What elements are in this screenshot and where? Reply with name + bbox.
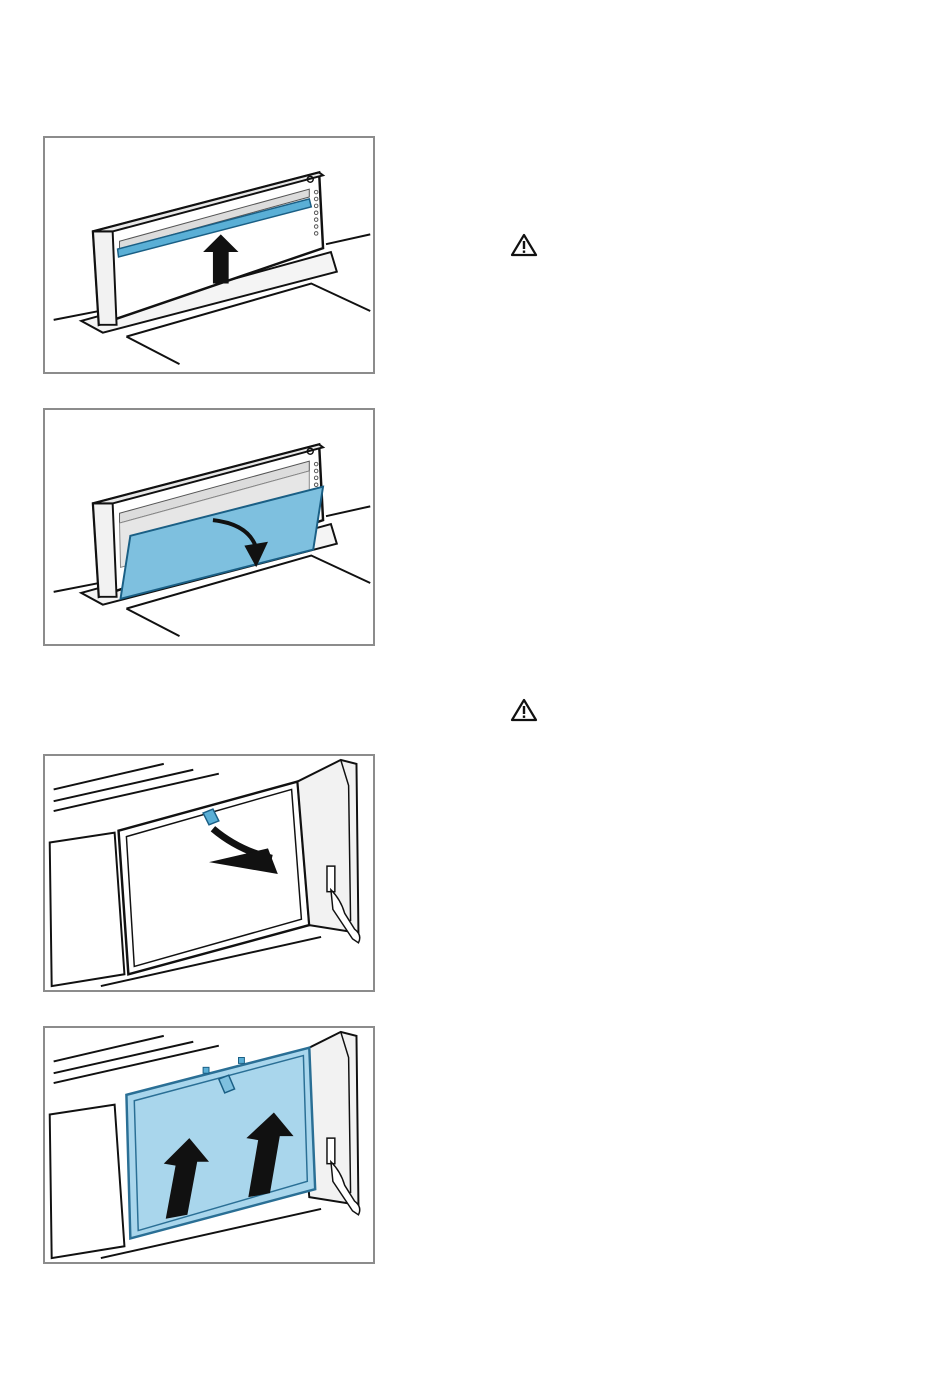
warning-icon [510, 233, 538, 257]
warning-icon [510, 698, 538, 722]
figure-panel-folded [43, 408, 375, 646]
illustration-filter-lift [45, 1028, 373, 1262]
illustration-panel-folded [45, 410, 373, 644]
figure-hood-raised [43, 136, 375, 374]
illustration-filter-latch [45, 756, 373, 990]
figure-filter-lift [43, 1026, 375, 1264]
illustration-hood-raised [45, 138, 373, 372]
figure-filter-latch [43, 754, 375, 992]
